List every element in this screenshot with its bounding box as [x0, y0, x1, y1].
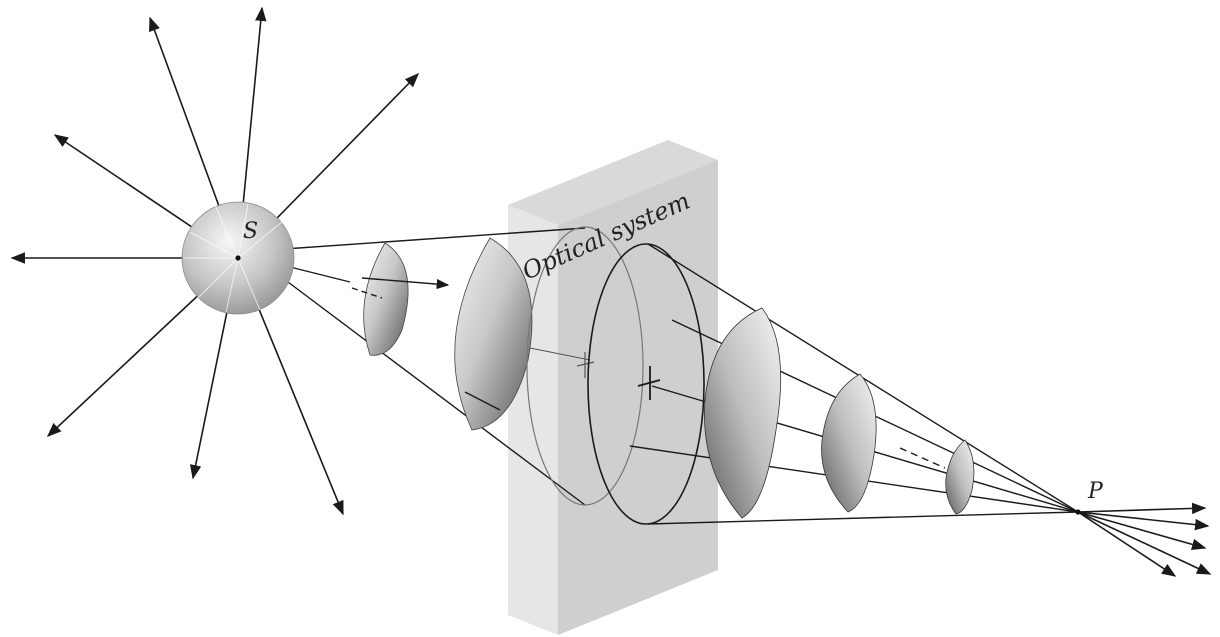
source-sphere	[181, 201, 295, 315]
exit-center-mark-cross	[637, 379, 661, 387]
exit-ray-5	[1077, 511, 1177, 577]
source-point	[235, 255, 241, 261]
exit-rays	[1077, 502, 1212, 577]
incoming-cone-bottom-edge	[271, 269, 586, 506]
converging-wavefront-1	[704, 307, 782, 519]
exit-ray-3	[1077, 511, 1207, 551]
converging-wavefront-3	[945, 439, 975, 515]
plate-side-face	[558, 160, 718, 635]
exit-aperture-circle	[587, 243, 705, 525]
exit-ray-2	[1077, 511, 1210, 531]
exit-aperture	[587, 243, 705, 525]
incoming-cone-top-edge	[269, 227, 586, 251]
entrance-axis	[529, 347, 591, 361]
dashed-axis-2	[899, 447, 946, 469]
image-point-label: P	[1087, 479, 1104, 504]
converging-wavefronts	[704, 307, 975, 519]
source-label: S	[243, 219, 258, 244]
entrance-center-mark-cross	[576, 361, 595, 367]
image-point	[1075, 509, 1081, 515]
converging-cone-bottom-edge	[647, 511, 1079, 525]
plate-top-face	[508, 140, 718, 225]
wavefront-arrow-1	[361, 277, 450, 290]
exit-ray-4	[1077, 511, 1212, 575]
wavefront-2	[363, 242, 409, 356]
converging-wavefront-2	[821, 373, 877, 513]
diverging-wavefronts	[278, 237, 533, 431]
dashed-axis-1	[351, 287, 383, 299]
wavefront-3	[454, 237, 533, 431]
wavefront-arrow-2	[464, 391, 501, 411]
exit-ray-1	[1077, 502, 1207, 515]
entrance-aperture	[526, 226, 644, 506]
entrance-aperture-circle	[526, 226, 644, 506]
